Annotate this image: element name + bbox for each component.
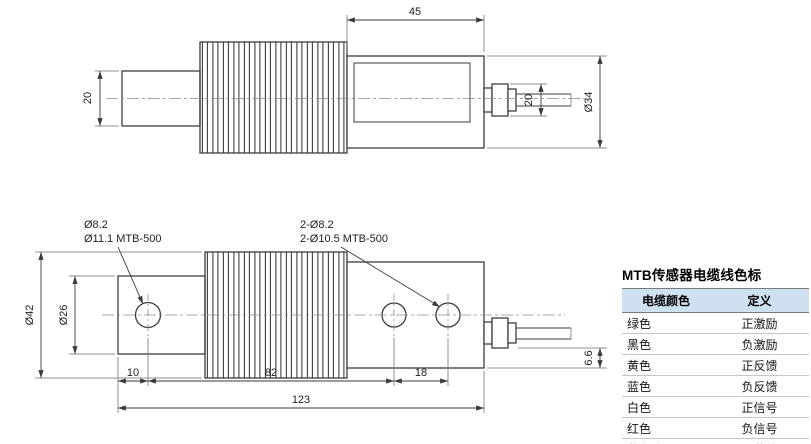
dim-82-label: 82 [265, 367, 277, 379]
body-pocket [353, 62, 471, 123]
gland-step-1 [483, 87, 493, 113]
body-holes-callout: 2-Ø8.2 2-Ø10.5 MTB-500 [300, 219, 441, 308]
cell-color: 黄色(长) [622, 439, 710, 444]
cell-color: 绿色 [622, 313, 710, 334]
dim-45-label: 45 [409, 6, 421, 18]
dim-gland-20-label: 20 [523, 94, 535, 106]
gland-step-1-plan [483, 321, 493, 345]
col-header-definition: 定义 [710, 289, 809, 313]
cell-definition: 负激励 [710, 334, 809, 355]
top-view [121, 41, 572, 154]
cell-definition: 正激励 [710, 313, 809, 334]
body-holes-callout-line2: 2-Ø10.5 MTB-500 [300, 233, 388, 245]
cable-color-table-grid: 电缆颜色 定义 绿色 正激励 黑色 负激励 黄色 正反馈 蓝色 负反馈 白色 正… [622, 288, 809, 444]
cell-definition: 负反馈 [710, 376, 809, 397]
cell-color: 白色 [622, 397, 710, 418]
gland-step-2-plan [507, 322, 517, 344]
dim-dia-34-label: Ø34 [583, 92, 595, 113]
dim-10-label: 10 [127, 367, 139, 379]
gland-nut-plan [491, 317, 509, 349]
dim-123-label: 123 [292, 394, 310, 406]
dim-dia-26-label: Ø26 [58, 305, 70, 326]
cell-definition: 正反馈 [710, 355, 809, 376]
body-outline [346, 55, 485, 149]
cell-color: 红色 [622, 418, 710, 439]
col-header-cable-color: 电缆颜色 [622, 289, 710, 313]
dim-dia-34: Ø34 [487, 55, 607, 149]
dim-dia-26: Ø26 [58, 275, 115, 355]
cell-definition: 负信号 [710, 418, 809, 439]
dim-dia-42-label: Ø42 [24, 305, 36, 326]
dim-gland-20: 20 [510, 83, 547, 117]
cable-color-table-title: MTB传感器电缆线色标 [622, 268, 762, 283]
dim-row-linear: 10 82 18 123 [117, 338, 485, 413]
dim-shaft-20: 20 [82, 70, 119, 127]
dim-18-label: 18 [415, 367, 427, 379]
dim-45: 45 [346, 6, 485, 52]
dim-shaft-20-label: 20 [82, 92, 94, 104]
body-holes-callout-line1: 2-Ø8.2 [300, 219, 334, 231]
dim-6-6-label: 6.6 [583, 350, 595, 365]
cable-color-table: MTB传感器电缆线色标 电缆颜色 定义 绿色 正激励 黑色 负激励 黄色 正反馈… [622, 264, 809, 444]
mount-hole-callout-line2: Ø11.1 MTB-500 [84, 233, 161, 245]
cell-color: 黑色 [622, 334, 710, 355]
mount-hole-callout: Ø8.2 Ø11.1 MTB-500 [84, 219, 161, 305]
gland-step-2 [507, 88, 517, 112]
dim-dia-42: Ø42 [24, 251, 202, 379]
cell-definition: 屏蔽线 [710, 439, 809, 444]
mount-hole-callout-line1: Ø8.2 [84, 219, 108, 231]
cell-color: 黄色 [622, 355, 710, 376]
gland-nut [491, 83, 509, 117]
dim-6-6: 6.6 [487, 347, 607, 369]
cell-definition: 正信号 [710, 397, 809, 418]
bellows-top [199, 41, 348, 154]
cell-color: 蓝色 [622, 376, 710, 397]
